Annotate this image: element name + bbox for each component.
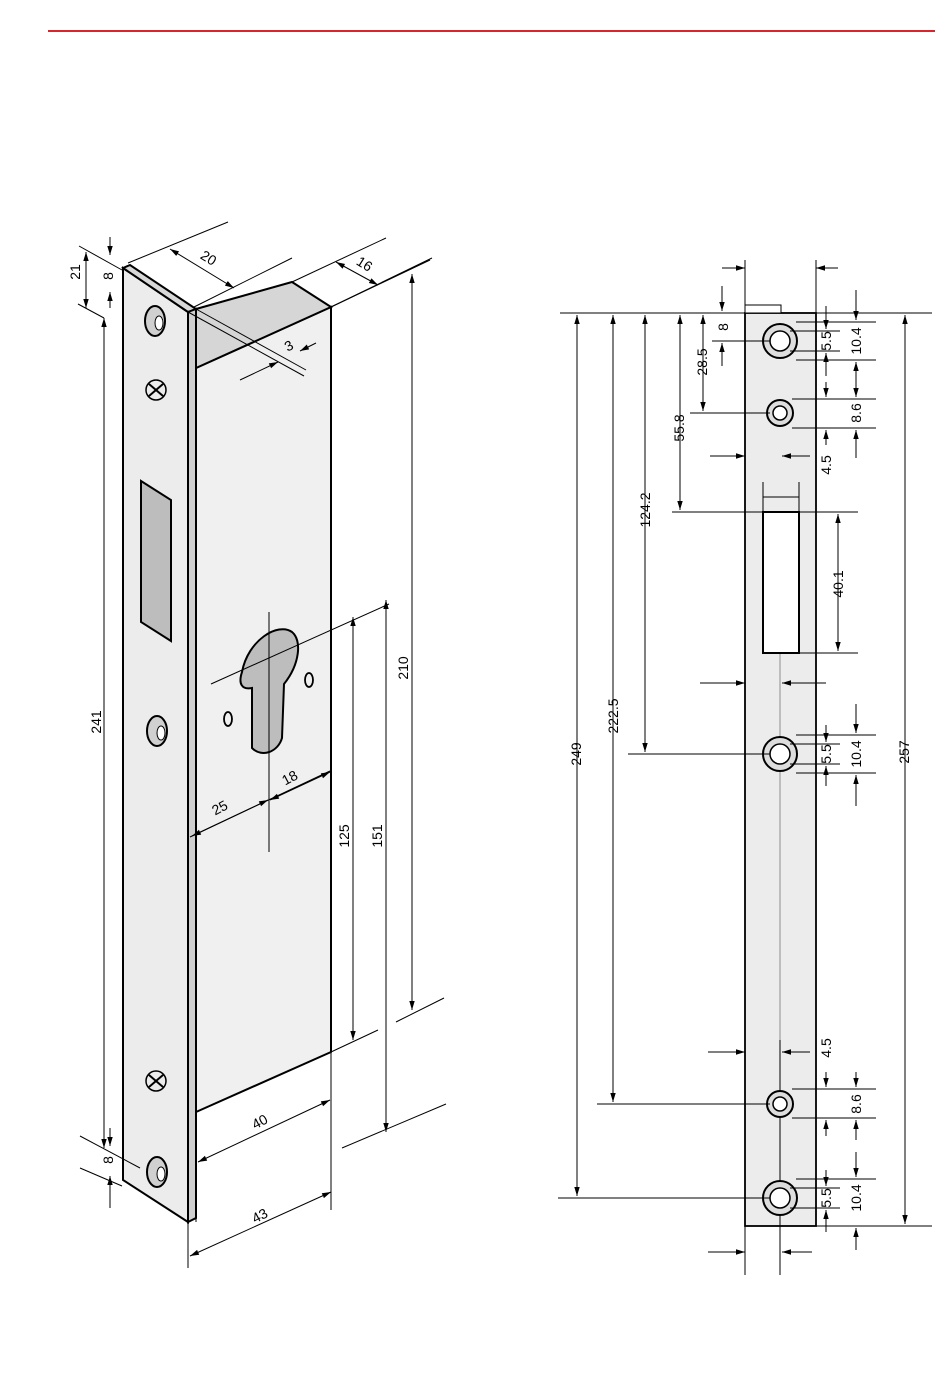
- dim-f8-6-b: 8.6: [848, 1094, 864, 1114]
- dim-20: 20: [198, 247, 220, 269]
- dim-f249: 249: [568, 742, 584, 766]
- dim-f5-5-b: 5.5: [818, 744, 834, 764]
- dim-f124-2: 124.2: [637, 492, 653, 527]
- dim-f8: 8: [715, 323, 731, 331]
- dim-f40-1: 40.1: [830, 570, 846, 597]
- dim-210: 210: [395, 656, 411, 680]
- dim-f257: 257: [896, 740, 912, 764]
- screw-icon: [146, 380, 166, 400]
- dim-125: 125: [336, 824, 352, 848]
- forend-plate-side-edge: [188, 309, 196, 1222]
- strike-latch-window: [763, 512, 799, 653]
- dim-f4-5-b: 4.5: [818, 1038, 834, 1058]
- dim-43: 43: [249, 1205, 270, 1227]
- dim-16: 16: [354, 253, 376, 275]
- dim-8-top: 8: [100, 272, 116, 280]
- dim-f10-4-b: 10.4: [848, 740, 864, 767]
- dim-f5-5-c: 5.5: [818, 1188, 834, 1208]
- dim-f28-5: 28.5: [694, 348, 710, 375]
- perspective-view: 21 8 20 16 3 241 210 125 1: [67, 222, 446, 1268]
- dim-151: 151: [369, 824, 385, 848]
- dim-f5-5-a: 5.5: [818, 331, 834, 351]
- dim-f10-4-c: 10.4: [848, 1184, 864, 1211]
- dim-8-bottom: 8: [100, 1156, 116, 1164]
- front-view: 8 28.5 55.8 124.2 222.5 249 257 40.1 5.5…: [558, 260, 932, 1275]
- dim-f4-5-a: 4.5: [818, 455, 834, 475]
- strike-hole-4: [767, 1091, 793, 1117]
- dim-241: 241: [88, 710, 104, 734]
- dim-f8-6-a: 8.6: [848, 403, 864, 423]
- dim-f222-5: 222.5: [605, 698, 621, 733]
- latch-window: [141, 481, 171, 641]
- dim-f10-4-a: 10.4: [848, 327, 864, 354]
- screw-icon: [146, 1071, 166, 1091]
- dim-21: 21: [67, 264, 83, 280]
- strike-hole-2: [767, 400, 793, 426]
- dim-f55-8: 55.8: [671, 414, 687, 441]
